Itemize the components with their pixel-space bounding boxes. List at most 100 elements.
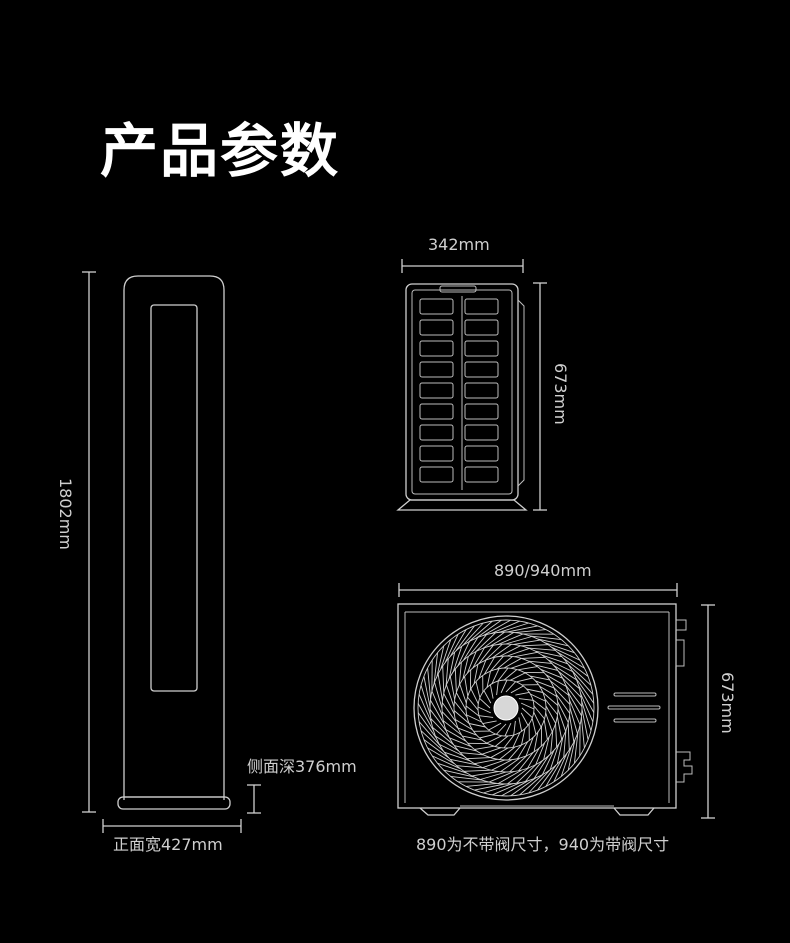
fan-line (475, 681, 481, 698)
fan-line (482, 759, 506, 769)
fan-line (569, 699, 581, 726)
fan-line (499, 645, 521, 657)
fan-line (488, 771, 515, 783)
fan-line (483, 657, 495, 675)
fan-line (489, 684, 494, 699)
fan-line (436, 645, 445, 676)
fan-line (482, 747, 502, 755)
indoor-unit-drawing (117, 275, 231, 810)
fan-line (575, 678, 595, 704)
fan-line (501, 780, 529, 797)
fan-line (454, 701, 468, 718)
outdoor-side-height-dimension: 673mm (533, 282, 570, 511)
fan-line (539, 685, 557, 697)
fan-line (537, 765, 557, 791)
fan-line (441, 711, 459, 729)
fan-line (492, 643, 512, 659)
grille-slot (419, 298, 454, 315)
fan-line (528, 647, 556, 651)
fan-line (482, 631, 505, 649)
fan-line (490, 747, 509, 759)
fan-line (491, 668, 500, 684)
fan-line (518, 717, 523, 732)
fan-line (563, 730, 567, 758)
fan-line (535, 742, 546, 765)
fan-line (473, 664, 479, 684)
fan-line (544, 698, 558, 715)
fan-line (471, 771, 499, 777)
fan-line (462, 622, 484, 647)
fan-line (555, 694, 571, 714)
fan-line (449, 758, 477, 766)
fan-line (527, 747, 540, 769)
fan-line (466, 757, 491, 760)
fan-line (477, 706, 491, 714)
fan-line (567, 740, 576, 771)
fan-line (492, 782, 521, 796)
fan-line (553, 687, 571, 705)
fan-line (516, 764, 537, 784)
fan-line (443, 769, 474, 778)
fan-line (449, 737, 472, 748)
fan-line (556, 737, 564, 765)
outdoor-side-depth-label: 342mm (428, 235, 490, 254)
fan-line (503, 657, 522, 669)
fan-line (550, 680, 569, 696)
grille-slot (419, 340, 454, 357)
fan-line (553, 665, 577, 681)
grille-slot (464, 361, 499, 378)
fan-line (453, 710, 470, 724)
fan-line (494, 735, 509, 747)
fan-line (563, 657, 589, 677)
fan-line (466, 714, 482, 723)
grille-slot (464, 319, 499, 336)
fan-line (515, 691, 530, 696)
fan-line (525, 760, 543, 782)
grille-slot (419, 361, 454, 378)
fan-line (506, 647, 530, 657)
fan-line (439, 743, 464, 757)
fan-line (445, 684, 455, 708)
fan-line (496, 681, 499, 696)
fan-line (443, 693, 455, 715)
page-title: 产品参数 (100, 117, 341, 185)
fan-line (450, 629, 467, 657)
fan-line (521, 707, 533, 718)
fan-line (464, 676, 469, 697)
fan-line (565, 684, 583, 707)
indoor-depth-label: 侧面深376mm (247, 757, 357, 776)
fan-line (562, 677, 582, 698)
fan-ring (453, 655, 559, 761)
fan-line (433, 652, 439, 684)
fan-line (528, 660, 552, 664)
grille-slot (464, 424, 499, 441)
fan-line (510, 777, 536, 797)
fan-line (442, 665, 445, 693)
grille-slot (464, 298, 499, 315)
fan-line (533, 712, 542, 728)
fan-line (480, 771, 507, 780)
fan-line (499, 622, 529, 633)
fan-line (533, 755, 549, 779)
fan-line (542, 692, 559, 706)
fan-line (452, 646, 463, 673)
fan-line (469, 723, 486, 728)
fan-line (463, 637, 479, 661)
outdoor-front-height-label: 673mm (718, 672, 737, 734)
fan-line (479, 698, 491, 709)
fan-line (499, 746, 516, 760)
fan-line (478, 645, 494, 664)
fan-line (488, 722, 502, 731)
fan-line (420, 685, 431, 715)
grille-slot (464, 466, 499, 483)
fan-line (490, 632, 515, 647)
fan-ring (417, 619, 595, 797)
fan-line (457, 727, 477, 736)
fan-line (432, 727, 454, 745)
fan-line (429, 709, 447, 732)
fan-line (510, 672, 526, 681)
outdoor-front-width-label: 890/940mm (494, 561, 592, 580)
fan-line (541, 654, 568, 665)
fan-line (440, 639, 452, 670)
indoor-width-dimension: 正面宽427mm (102, 819, 242, 854)
